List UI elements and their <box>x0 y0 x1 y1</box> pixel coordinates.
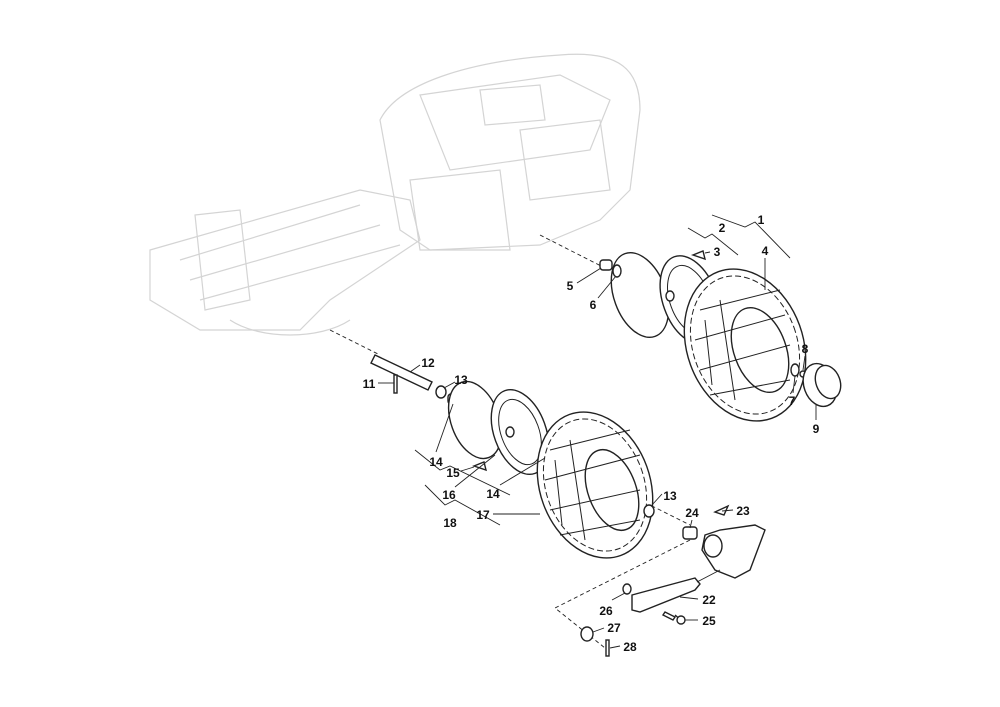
callout-6: 6 <box>590 298 597 312</box>
bracket-22 <box>631 577 701 613</box>
callout-4: 4 <box>762 244 769 258</box>
upper-tire <box>683 268 807 422</box>
callout-28: 28 <box>623 640 637 654</box>
upper-axle-line <box>539 234 606 269</box>
callout-14: 14 <box>429 455 443 469</box>
spacer-5 <box>599 259 613 271</box>
callout-17: 17 <box>476 508 490 522</box>
callout-13: 13 <box>454 373 468 387</box>
axle-12 <box>370 354 433 391</box>
pivot-tube <box>703 534 723 558</box>
callout-5: 5 <box>567 279 574 293</box>
pivot-dashed-line <box>554 539 691 649</box>
lower-axle-line <box>329 329 381 356</box>
washer-26 <box>622 583 632 595</box>
callout-7: 7 <box>789 394 796 408</box>
callout-11: 11 <box>363 377 376 391</box>
callout-23: 23 <box>736 504 750 518</box>
washer-27 <box>580 626 594 642</box>
callout-12: 12 <box>421 356 435 370</box>
pin-11 <box>393 374 398 394</box>
washer-7 <box>790 363 800 377</box>
pin-28 <box>605 639 610 657</box>
callout-2: 2 <box>719 221 726 235</box>
callout-14-lower: 14 <box>486 487 500 501</box>
bushing-24 <box>682 526 698 540</box>
callout-3: 3 <box>714 245 721 259</box>
callout-9: 9 <box>813 422 820 436</box>
washer-6 <box>612 264 622 278</box>
washer-13-lower <box>643 504 655 518</box>
callout-15: 15 <box>446 466 460 480</box>
callout-16: 16 <box>442 488 456 502</box>
valve-15 <box>471 461 487 472</box>
lower-tire <box>536 411 654 559</box>
callout-13-lower: 13 <box>663 489 677 503</box>
callout-18: 18 <box>443 516 457 530</box>
callout-26: 26 <box>599 604 613 618</box>
mower-frame-outline <box>149 53 641 336</box>
callout-27: 27 <box>607 621 621 635</box>
lower-wheel-rim <box>447 380 550 475</box>
valve-3 <box>690 250 706 261</box>
callout-22: 22 <box>702 593 716 607</box>
hub-cap-9 <box>802 362 842 408</box>
leader-lines <box>378 214 817 649</box>
washer-13-upper <box>435 385 447 399</box>
callout-25: 25 <box>702 614 716 628</box>
callout-8: 8 <box>802 342 809 356</box>
callout-1: 1 <box>758 213 765 227</box>
callout-24: 24 <box>685 506 699 520</box>
